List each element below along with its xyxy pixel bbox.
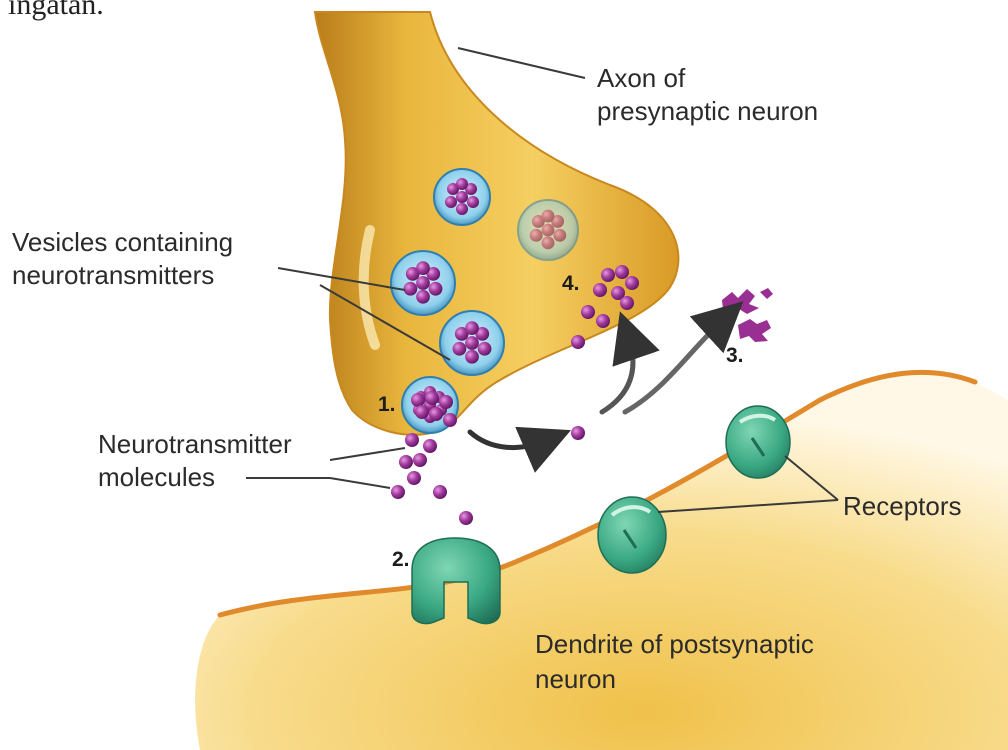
neurotransmitter-molecule [593, 283, 607, 297]
neurotransmitter-molecule [596, 314, 610, 328]
breakdown-arrow [625, 318, 725, 412]
reuptake-arrow [602, 335, 633, 412]
step-4-marker: 4. [562, 272, 580, 296]
neurotransmitter-molecule [425, 391, 439, 405]
vesicles-label-line1: Vesicles containing [12, 226, 233, 259]
neurotransmitter-molecule [391, 485, 405, 499]
step-3-marker: 3. [726, 344, 744, 368]
receptor-upper [726, 406, 790, 478]
neurotransmitter-molecule [405, 433, 419, 447]
header-fragment: ingatan. [8, 0, 104, 22]
receptor-middle [598, 497, 666, 573]
vesicle-lower [440, 311, 504, 375]
step-1-marker: 1. [378, 393, 396, 417]
neurotransmitter-label-line2: molecules [98, 461, 215, 494]
neurotransmitter-molecule [429, 407, 443, 421]
neurotransmitter-molecule [625, 276, 639, 290]
receptors-label: Receptors [843, 490, 962, 523]
neurotransmitter-molecule [459, 511, 473, 525]
neurotransmitter-molecule [415, 405, 429, 419]
neurotransmitter-molecule [620, 296, 634, 310]
diffusion-arrow [470, 432, 548, 448]
neurotransmitter-molecule [571, 335, 585, 349]
neurotransmitter-molecule [571, 426, 585, 440]
vesicle-faded [518, 200, 578, 260]
vesicle-top [434, 169, 490, 225]
axon-label-line2: presynaptic neuron [597, 95, 818, 128]
dendrite-label-line2: neuron [535, 663, 616, 696]
neurotransmitter-molecule [433, 485, 447, 499]
neurotransmitter-molecule [407, 471, 421, 485]
neurotransmitter-molecule [615, 265, 629, 279]
neurotransmitter-molecule [439, 395, 453, 409]
neurotransmitter-molecule [399, 455, 413, 469]
vesicles-label-line2: neurotransmitters [12, 259, 214, 292]
neurotransmitter-molecule [413, 453, 427, 467]
neurotransmitter-molecule [411, 393, 425, 407]
neurotransmitter-label-line1: Neurotransmitter [98, 428, 292, 461]
neurotransmitter-molecule [581, 305, 595, 319]
neurotransmitter-molecule [443, 413, 457, 427]
vesicle-left [391, 251, 455, 315]
neurotransmitter-molecule [601, 268, 615, 282]
enzyme-fragments [722, 288, 773, 342]
dendrite-label-line1: Dendrite of postsynaptic [535, 628, 814, 661]
axon-label-line1: Axon of [597, 62, 685, 95]
neurotransmitter-molecule [423, 439, 437, 453]
step-2-marker: 2. [392, 548, 410, 572]
